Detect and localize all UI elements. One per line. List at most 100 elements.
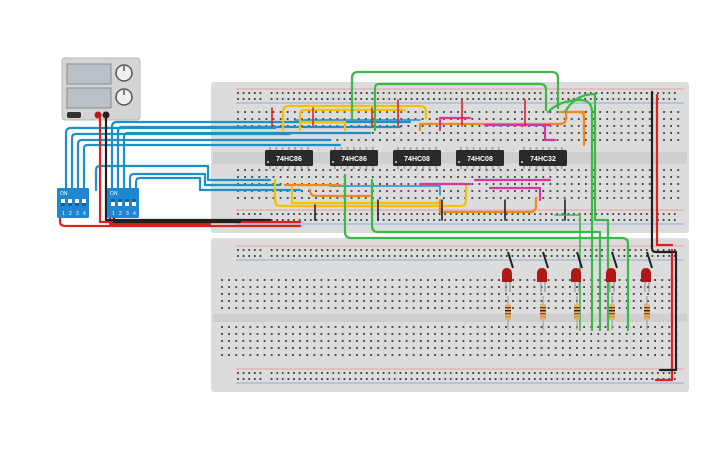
hole[interactable] [492, 132, 495, 134]
hole[interactable] [498, 326, 500, 328]
hole[interactable] [483, 333, 486, 335]
hole[interactable] [299, 300, 301, 302]
hole[interactable] [382, 98, 385, 100]
hole[interactable] [405, 213, 407, 215]
hole[interactable] [256, 354, 259, 356]
hole[interactable] [569, 354, 571, 356]
hole[interactable] [427, 378, 430, 380]
hole[interactable] [298, 372, 301, 374]
hole[interactable] [279, 176, 282, 178]
hole[interactable] [263, 286, 266, 288]
hole[interactable] [521, 176, 523, 178]
hole[interactable] [498, 300, 500, 302]
hole[interactable] [563, 190, 566, 192]
hole[interactable] [400, 169, 403, 171]
hole[interactable] [298, 219, 301, 221]
hole[interactable] [416, 213, 419, 215]
hole[interactable] [421, 118, 424, 120]
hole[interactable] [576, 354, 578, 356]
hole[interactable] [561, 98, 564, 100]
hole[interactable] [492, 183, 495, 185]
hole[interactable] [256, 326, 259, 328]
hole[interactable] [341, 326, 344, 328]
hole[interactable] [433, 98, 435, 100]
hole[interactable] [365, 219, 368, 221]
hole[interactable] [476, 307, 479, 309]
hole[interactable] [354, 378, 357, 380]
hole[interactable] [462, 340, 465, 342]
hole[interactable] [433, 92, 435, 94]
hole[interactable] [443, 169, 445, 171]
led-body[interactable] [606, 268, 616, 282]
hole[interactable] [519, 307, 522, 309]
hole[interactable] [304, 92, 307, 94]
hole[interactable] [427, 307, 429, 309]
hole[interactable] [517, 249, 519, 251]
hole[interactable] [545, 255, 547, 257]
hole[interactable] [522, 92, 525, 94]
hole[interactable] [554, 300, 557, 302]
hole[interactable] [270, 333, 273, 335]
hole[interactable] [388, 98, 391, 100]
hole[interactable] [570, 176, 573, 178]
hole[interactable] [629, 98, 631, 100]
hole[interactable] [349, 378, 351, 380]
hole[interactable] [490, 340, 493, 342]
hole[interactable] [416, 98, 419, 100]
hole[interactable] [533, 372, 536, 374]
hole[interactable] [640, 326, 642, 328]
hole[interactable] [677, 139, 680, 141]
hole[interactable] [528, 197, 530, 199]
hole[interactable] [561, 378, 564, 380]
hole[interactable] [441, 300, 443, 302]
hole[interactable] [427, 92, 430, 94]
hole[interactable] [281, 378, 284, 380]
hole[interactable] [414, 190, 417, 192]
hole[interactable] [427, 354, 429, 356]
hole[interactable] [498, 333, 500, 335]
hole[interactable] [651, 255, 654, 257]
hole[interactable] [365, 92, 368, 94]
hole[interactable] [641, 125, 644, 127]
hole[interactable] [350, 169, 353, 171]
hole[interactable] [663, 118, 665, 120]
hole[interactable] [545, 372, 547, 374]
hole[interactable] [263, 340, 266, 342]
hole[interactable] [444, 98, 447, 100]
hole[interactable] [448, 279, 451, 281]
hole[interactable] [377, 279, 380, 281]
hole[interactable] [277, 347, 280, 349]
hole[interactable] [276, 372, 279, 374]
hole[interactable] [589, 92, 592, 94]
hole[interactable] [443, 132, 445, 134]
hole[interactable] [577, 183, 580, 185]
hole[interactable] [419, 293, 422, 295]
hole[interactable] [449, 249, 452, 251]
hole[interactable] [357, 118, 360, 120]
hole[interactable] [455, 98, 458, 100]
hole[interactable] [485, 190, 488, 192]
hole[interactable] [567, 213, 570, 215]
hole[interactable] [663, 176, 665, 178]
hole[interactable] [634, 213, 637, 215]
hole[interactable] [483, 249, 486, 251]
hole[interactable] [259, 249, 262, 251]
hole[interactable] [421, 176, 424, 178]
hole[interactable] [388, 213, 391, 215]
hole[interactable] [521, 139, 523, 141]
hole[interactable] [433, 219, 435, 221]
hole[interactable] [612, 213, 615, 215]
hole[interactable] [576, 347, 578, 349]
hole[interactable] [604, 307, 607, 309]
hole[interactable] [641, 132, 644, 134]
hole[interactable] [384, 333, 387, 335]
hole[interactable] [668, 92, 671, 94]
hole[interactable] [662, 219, 665, 221]
hole[interactable] [561, 354, 564, 356]
hole[interactable] [583, 286, 585, 288]
hole[interactable] [573, 378, 575, 380]
hole[interactable] [407, 197, 410, 199]
hole[interactable] [281, 92, 284, 94]
hole[interactable] [379, 190, 381, 192]
hole[interactable] [606, 183, 609, 185]
